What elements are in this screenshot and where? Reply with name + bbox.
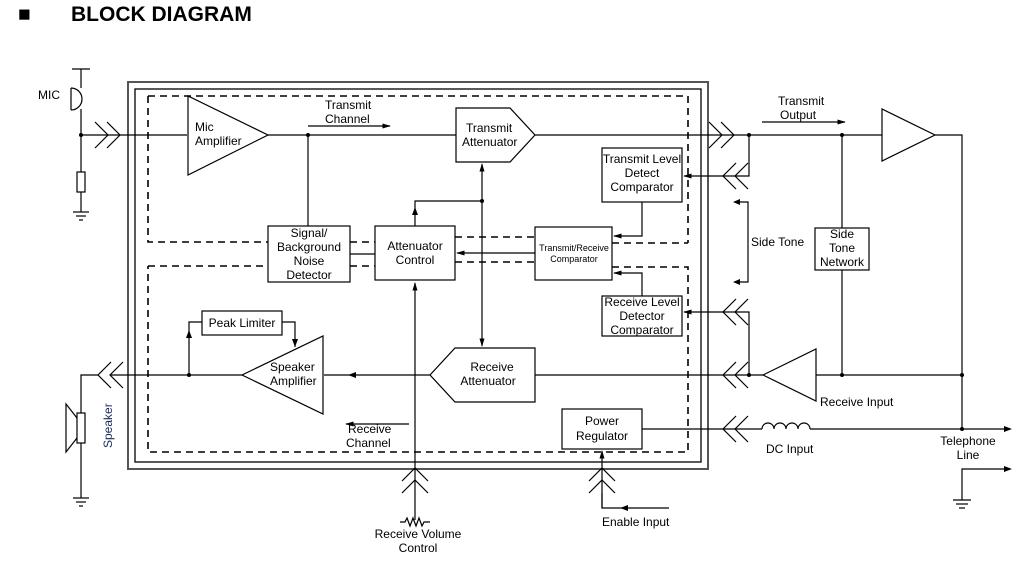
transmit-channel-label-1: Transmit bbox=[325, 98, 372, 112]
attenuator-control-label-1: Attenuator bbox=[387, 239, 442, 253]
transmit-level-detect-label-1: Transmit Level bbox=[603, 152, 681, 166]
mic-circuit bbox=[70, 68, 187, 221]
receive-input-label: Receive Input bbox=[820, 395, 894, 409]
ic-outer-boundary bbox=[127, 81, 709, 470]
power-regulator-label-2: Regulator bbox=[576, 429, 628, 443]
transmit-output-connector-icon bbox=[708, 121, 735, 149]
receive-channel-label-1: Receive bbox=[348, 422, 392, 436]
transmit-channel-label-2: Channel bbox=[325, 112, 370, 126]
transmit-output-label-2: Output bbox=[780, 108, 817, 122]
potentiometer-icon bbox=[400, 516, 430, 528]
page-title: BLOCK DIAGRAM bbox=[71, 3, 252, 26]
enable-input-connector-icon bbox=[588, 467, 616, 494]
signal-noise-detector bbox=[267, 225, 351, 283]
speaker-label: Speaker bbox=[101, 403, 115, 448]
transmit-output-label-1: Transmit bbox=[778, 94, 825, 108]
heading-bullet: ■ bbox=[18, 3, 31, 26]
transmit-level-detect-label-3: Comparator bbox=[610, 180, 673, 194]
signal-noise-detector-label-1: Signal/ bbox=[291, 226, 328, 240]
receive-volume-control-label-1: Receive Volume bbox=[375, 527, 462, 541]
microphone-icon bbox=[70, 87, 83, 111]
transmit-level-detect-comparator bbox=[601, 147, 683, 203]
mic-amplifier-label-2: Amplifier bbox=[195, 134, 242, 148]
inductor-icon bbox=[721, 422, 1010, 430]
receive-input-connector-icon bbox=[722, 361, 749, 389]
receive-volume-control-label-2: Control bbox=[399, 541, 438, 555]
transmit-level-detect-label-2: Detect bbox=[625, 166, 660, 180]
tx-sense-connector-icon bbox=[722, 162, 749, 190]
volume-control-connector-icon bbox=[401, 467, 429, 494]
power-regulator-label-1: Power bbox=[585, 414, 619, 428]
speaker-amplifier bbox=[240, 335, 324, 415]
dc-input-label: DC Input bbox=[766, 442, 814, 456]
attenuator-control-label-2: Control bbox=[396, 253, 435, 267]
receive-attenuator-label-1: Receive bbox=[470, 360, 514, 374]
mic-input-connector-icon bbox=[94, 121, 121, 149]
power-regulator bbox=[561, 408, 643, 450]
tx-rx-comparator bbox=[534, 226, 613, 281]
line-ground-wire bbox=[961, 468, 1010, 500]
speaker-icon bbox=[65, 402, 86, 454]
receive-attenuator-label-2: Attenuator bbox=[460, 374, 515, 388]
signal-noise-detector-label-4: Detector bbox=[286, 268, 331, 282]
receive-channel-label-2: Channel bbox=[346, 436, 391, 450]
resistor-icon bbox=[76, 171, 86, 193]
receive-level-detector-label-3: Comparator bbox=[610, 323, 673, 337]
side-tone-network-label-3: Network bbox=[820, 255, 865, 269]
signal-noise-detector-label-3: Noise bbox=[294, 254, 325, 268]
receive-level-detector-comparator bbox=[601, 295, 683, 337]
ic-inner-boundary bbox=[134, 88, 702, 463]
receive-level-detector-label-2: Detector bbox=[619, 309, 664, 323]
enable-input-label: Enable Input bbox=[602, 515, 670, 529]
tx-rx-comparator-label-2: Comparator bbox=[550, 254, 598, 264]
line-driver-amplifier bbox=[881, 108, 937, 162]
side-tone-network-label-2: Tone bbox=[829, 241, 855, 255]
peak-limiter-label: Peak Limiter bbox=[209, 316, 276, 330]
transmit-section-boundary bbox=[147, 95, 689, 244]
transmit-attenuator-label-2: Attenuator bbox=[462, 135, 517, 149]
speaker-amplifier-label-1: Speaker bbox=[270, 360, 315, 374]
speaker-ground-icon bbox=[73, 497, 89, 507]
mic-amplifier-label-1: Mic bbox=[195, 120, 214, 134]
tx-rx-comparator-label-1: Transmit/Receive bbox=[539, 243, 609, 253]
transmit-attenuator bbox=[455, 107, 536, 163]
transmit-attenuator-label-1: Transmit bbox=[466, 121, 513, 135]
speaker-amplifier-label-2: Amplifier bbox=[270, 374, 317, 388]
receive-section-boundary bbox=[147, 261, 689, 453]
side-tone-network bbox=[814, 227, 870, 271]
receive-attenuator bbox=[429, 347, 536, 403]
attenuator-control bbox=[374, 225, 456, 281]
line-ground-icon bbox=[953, 499, 971, 509]
receive-input-amplifier bbox=[761, 348, 817, 402]
side-tone-network-label-1: Side bbox=[830, 227, 854, 241]
telephone-line-label-1: Telephone bbox=[940, 434, 996, 448]
peak-limiter bbox=[201, 310, 283, 336]
side-tone-bracket bbox=[735, 201, 749, 283]
mic-label: MIC bbox=[38, 88, 60, 102]
receive-level-detector-label-1: Receive Level bbox=[604, 295, 679, 309]
side-tone-label: Side Tone bbox=[751, 235, 804, 249]
mic-amplifier bbox=[187, 95, 270, 176]
telephone-line-label-2: Line bbox=[957, 448, 980, 462]
signal-noise-detector-label-2: Background bbox=[277, 240, 341, 254]
